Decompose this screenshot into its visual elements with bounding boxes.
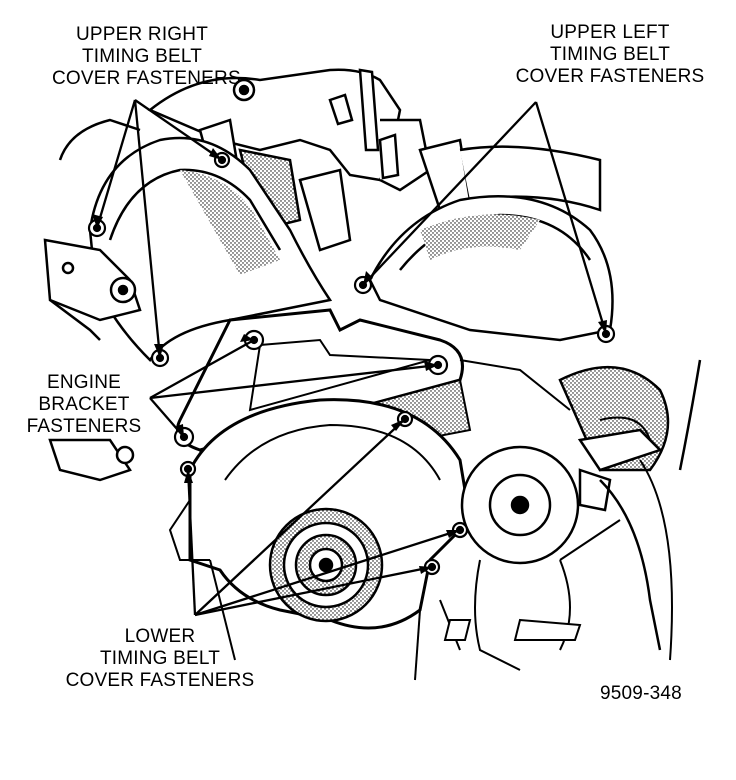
label-line: ENGINE (46, 372, 122, 393)
crankshaft-damper (268, 507, 384, 623)
leader-arrowheads (92, 148, 607, 574)
left-mount-bracket (43, 238, 142, 482)
engine-block-lower (168, 359, 651, 681)
label-line: TIMING BELT (81, 46, 203, 67)
intake-manifold (58, 68, 602, 252)
label-line: UPPER LEFT (550, 22, 670, 43)
leader-engine-bracket-1 (149, 338, 255, 400)
upper-left-timing-cover (368, 195, 614, 342)
leader-lower-1 (194, 418, 406, 616)
label-line: BRACKET (38, 394, 130, 415)
leader-lower-4 (194, 565, 433, 617)
label-lower-timing-belt-cover-fasteners: LOWER TIMING BELT COVER FASTENERS (60, 626, 260, 692)
label-line: FASTENERS (26, 416, 142, 437)
leader-lower-3 (194, 528, 461, 617)
label-line: UPPER RIGHT (75, 24, 209, 45)
leader-upper-left-2 (534, 101, 608, 335)
leader-upper-right-1 (95, 99, 137, 229)
accessory-pulley (460, 359, 702, 661)
label-upper-left-timing-belt-cover-fasteners: UPPER LEFT TIMING BELT COVER FASTENERS (510, 22, 710, 88)
label-line: LOWER (124, 626, 196, 647)
leader-lower-2 (186, 468, 197, 616)
label-line: TIMING BELT (99, 648, 221, 669)
leader-upper-right-2 (134, 99, 223, 161)
label-line: TIMING BELT (549, 44, 671, 65)
figure-number: 9509-348 (600, 683, 682, 704)
leader-engine-bracket-2 (149, 363, 439, 400)
leader-upper-left-1 (362, 101, 537, 286)
label-engine-bracket-fasteners: ENGINE BRACKET FASTENERS (20, 372, 148, 438)
upper-right-timing-cover (88, 136, 333, 362)
label-upper-right-timing-belt-cover-fasteners: UPPER RIGHT TIMING BELT COVER FASTENERS (52, 24, 241, 90)
label-line: COVER FASTENERS (515, 66, 705, 87)
leader-lines (95, 99, 608, 617)
label-line: COVER FASTENERS (65, 670, 255, 691)
leader-upper-right-3 (133, 99, 162, 359)
label-line: COVER FASTENERS (52, 68, 241, 89)
